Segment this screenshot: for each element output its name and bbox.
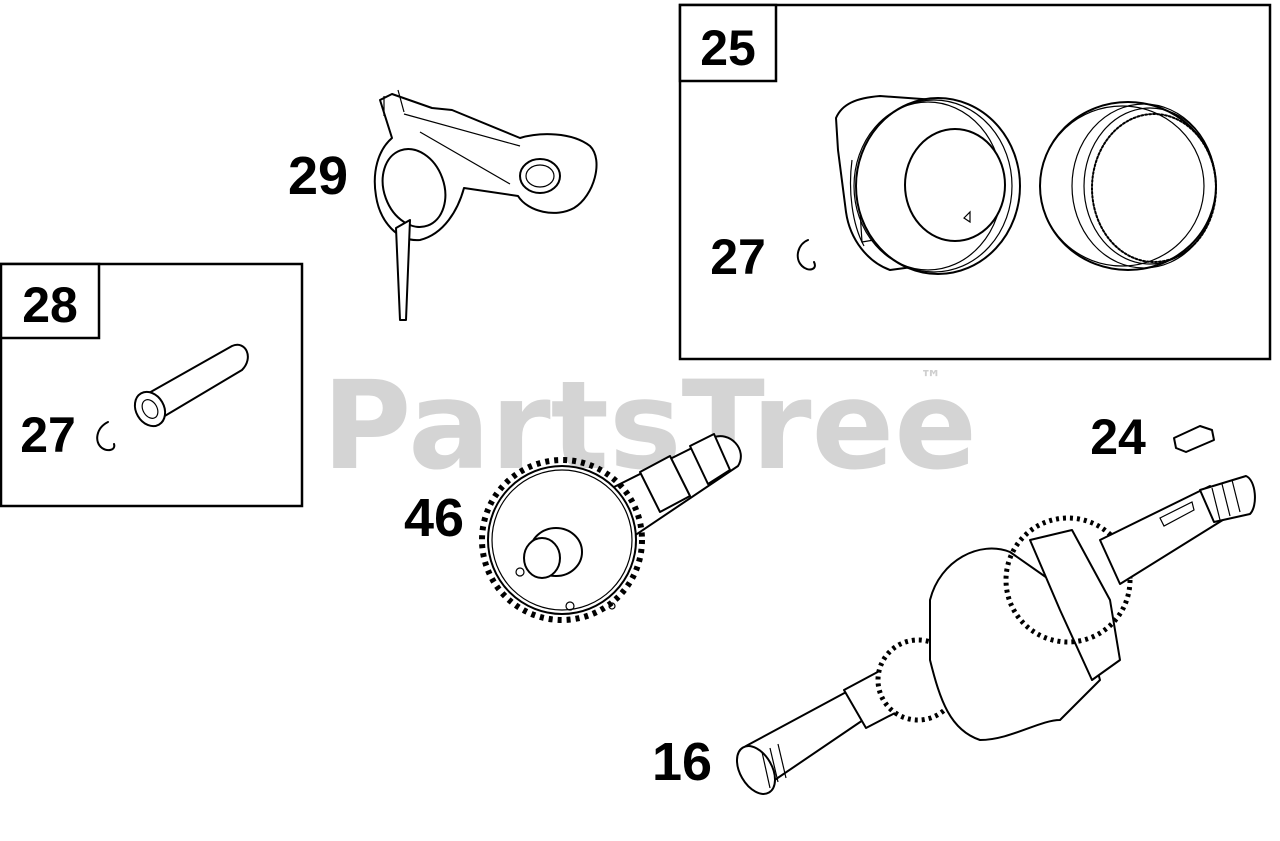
retaining-clip-pin-icon[interactable] bbox=[96, 421, 116, 452]
woodruff-key-part[interactable] bbox=[1173, 425, 1215, 453]
piston-rings-part[interactable] bbox=[1039, 101, 1217, 271]
callout-27-piston[interactable]: 27 bbox=[710, 229, 766, 285]
callout-27-pin[interactable]: 27 bbox=[20, 407, 76, 463]
box-wrist-pin-label-frame bbox=[0, 262, 101, 340]
box-piston-label-frame bbox=[678, 3, 778, 83]
connecting-rod-part[interactable] bbox=[372, 89, 598, 321]
piston-part[interactable] bbox=[835, 95, 1021, 275]
crankshaft-part[interactable] bbox=[729, 475, 1256, 801]
watermark-trademark: ™ bbox=[920, 367, 942, 392]
wrist-pin-part[interactable] bbox=[129, 343, 249, 432]
box-piston-assembly bbox=[678, 3, 1272, 361]
callout-28[interactable]: 28 bbox=[22, 277, 78, 333]
callout-29[interactable]: 29 bbox=[288, 146, 348, 206]
retaining-clip-icon[interactable] bbox=[796, 239, 816, 271]
callout-25[interactable]: 25 bbox=[700, 20, 756, 76]
callout-16[interactable]: 16 bbox=[652, 732, 712, 792]
callout-24[interactable]: 24 bbox=[1090, 409, 1146, 465]
callout-46[interactable]: 46 bbox=[404, 488, 464, 548]
box-wrist-pin-assembly bbox=[0, 262, 304, 508]
camshaft-part[interactable] bbox=[479, 433, 742, 623]
